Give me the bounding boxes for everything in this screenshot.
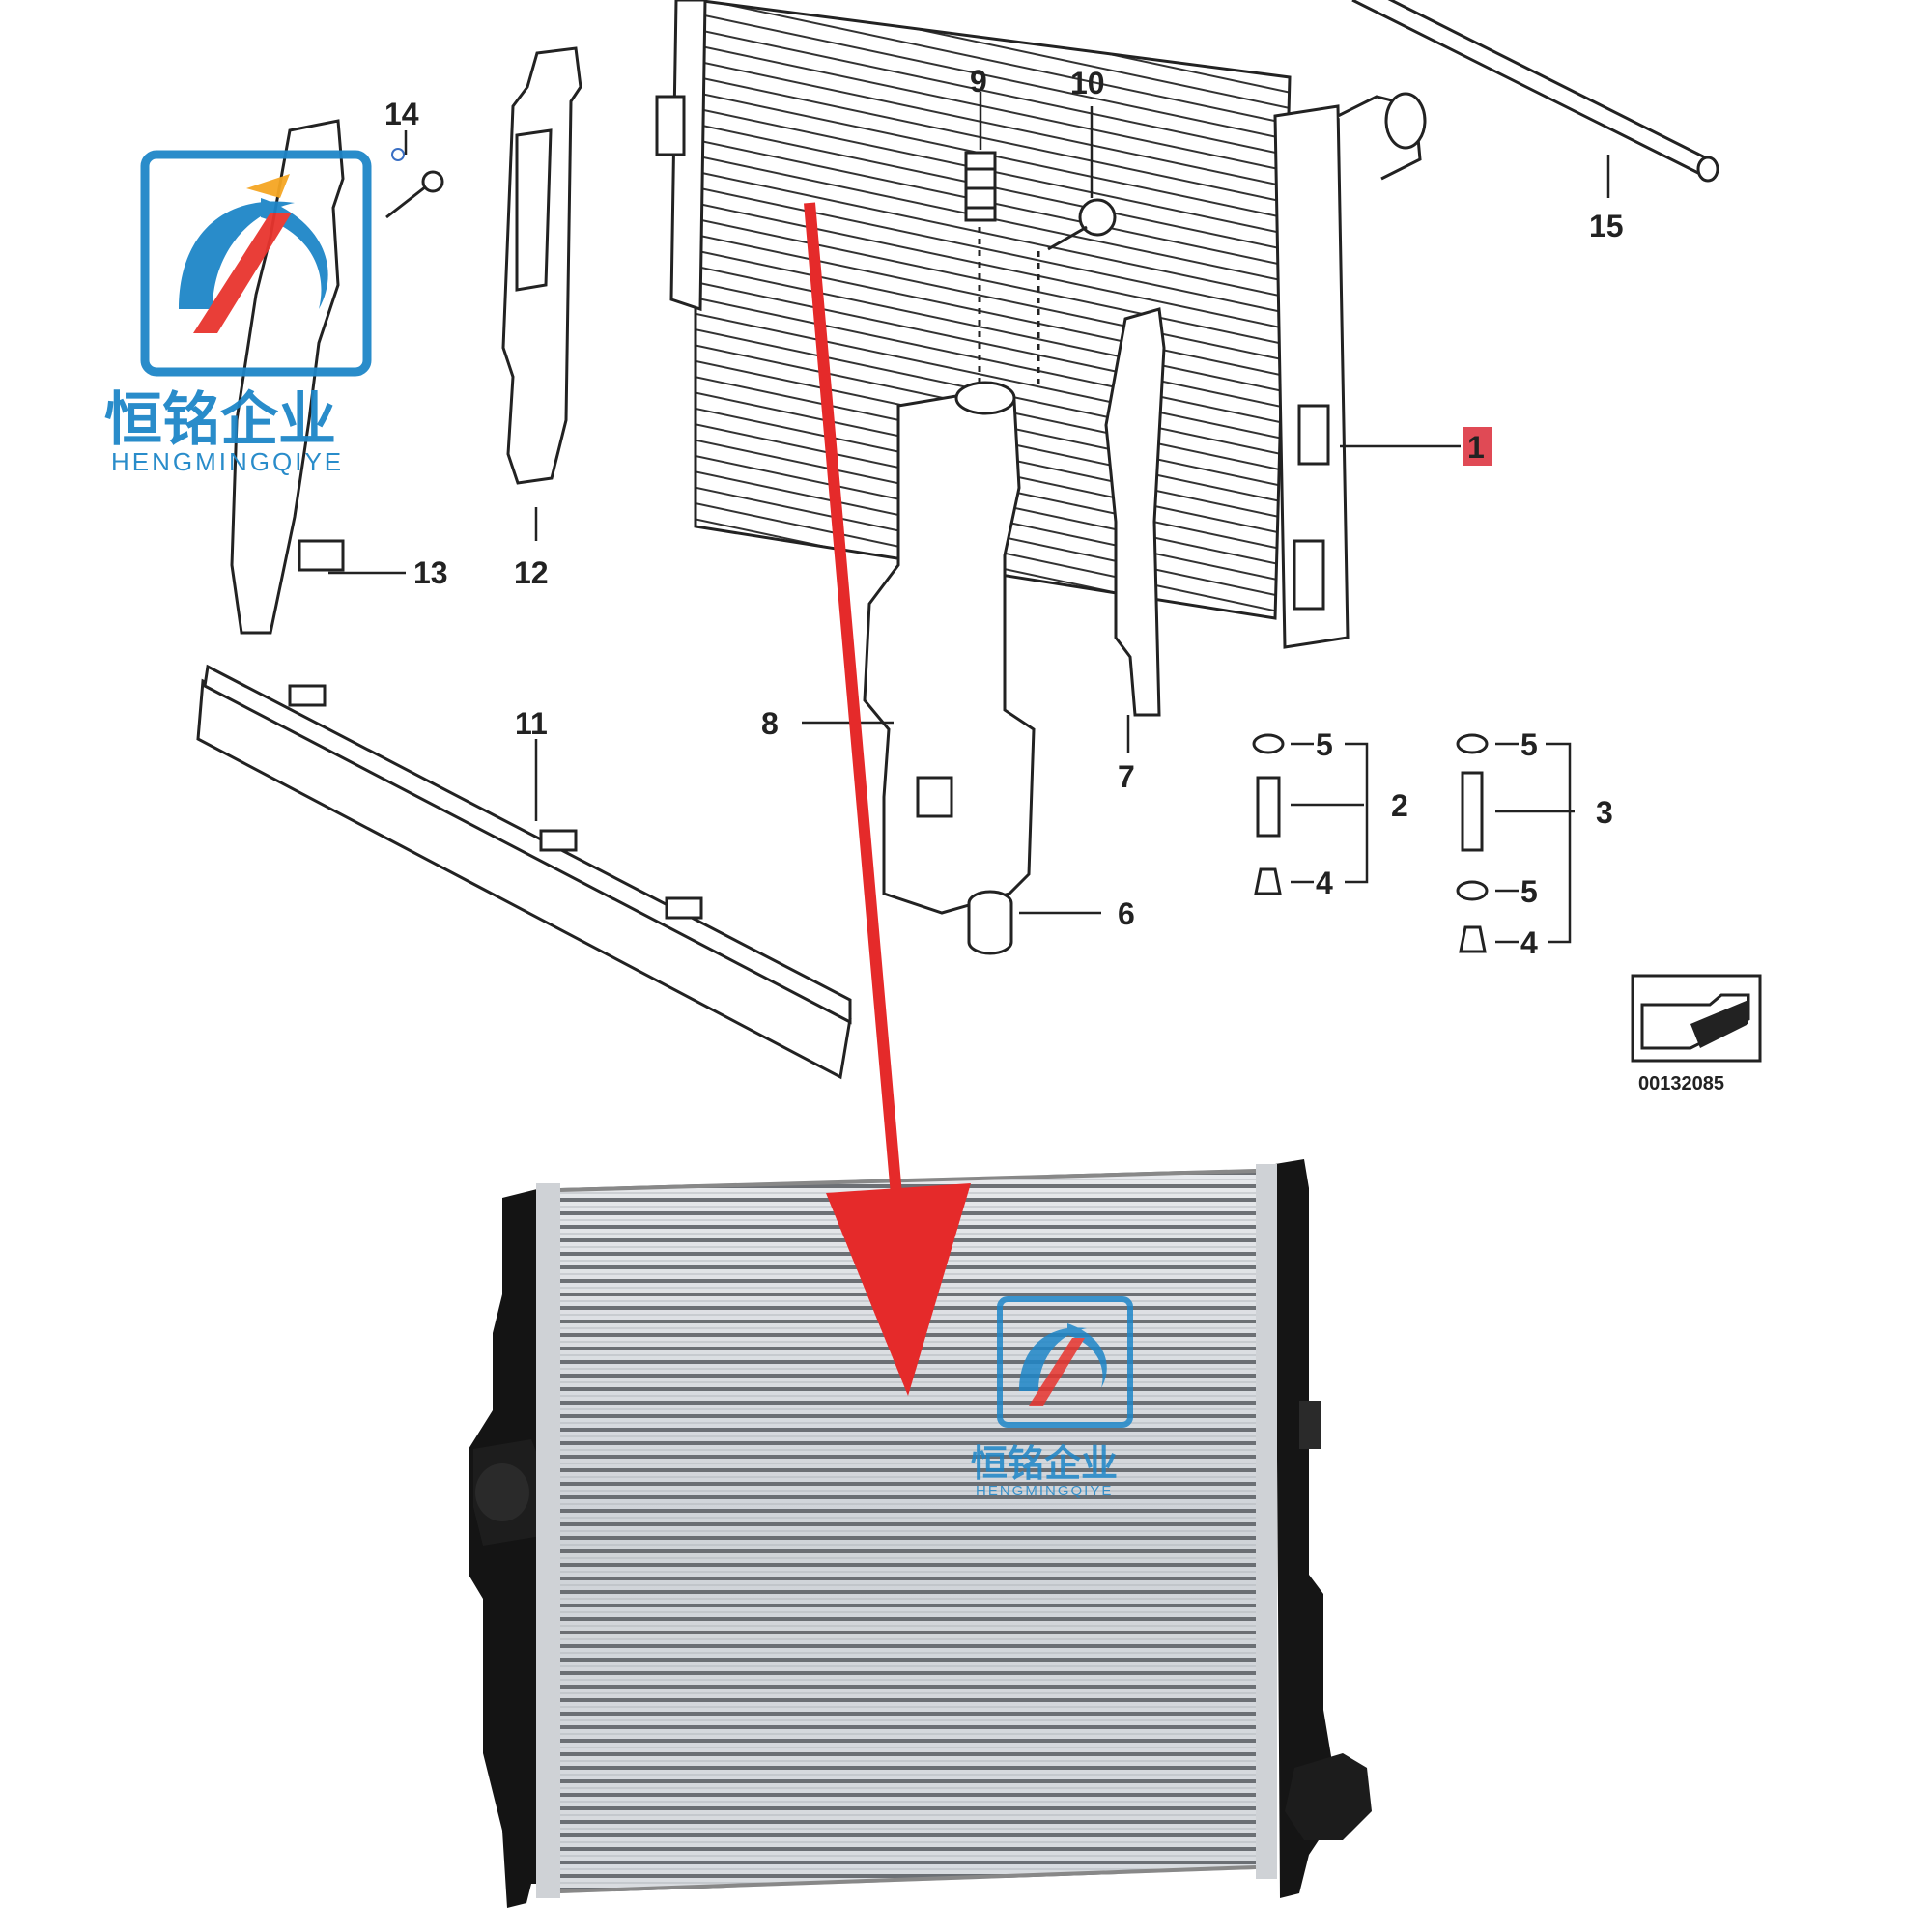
expansion-tank-part-8 (863, 381, 1036, 915)
callout-10: 10 (1070, 66, 1105, 100)
callout-1-highlight (1463, 427, 1492, 466)
callout-8: 8 (761, 706, 779, 741)
callout-1: 1 (1467, 430, 1485, 465)
callout-3: 3 (1596, 795, 1613, 830)
left-tank (469, 1188, 541, 1908)
bracket-part-7 (1104, 307, 1166, 717)
leader-lines (328, 92, 1610, 944)
callout-4b: 4 (1520, 925, 1538, 960)
watermark-logo-center: 恒铭企业 HENGMINGQIYE (971, 1296, 1133, 1499)
outlet-neck (1285, 1753, 1372, 1840)
callout-7: 7 (1118, 759, 1135, 794)
plug-part-9 (964, 151, 997, 386)
callout-13: 13 (413, 555, 448, 590)
callout-14: 14 (384, 97, 419, 131)
callout-9: 9 (970, 64, 987, 99)
bracket-part-13 (230, 119, 345, 635)
watermark-chinese-top: 恒铭企业 (104, 386, 336, 454)
callout-15: 15 (1589, 209, 1624, 243)
watermark-latin-top: HENGMINGQIYE (111, 447, 344, 476)
callout-5c: 5 (1520, 874, 1538, 909)
watermark-chinese-center: 恒铭企业 (971, 1442, 1118, 1485)
screw-part-14 (385, 148, 444, 219)
shroud-part-11 (196, 664, 852, 1080)
seal-washers-and-plugs (1252, 733, 1489, 953)
callout-12: 12 (514, 555, 549, 590)
bracket-part-12 (501, 46, 582, 485)
callout-5a: 5 (1316, 727, 1333, 762)
radiator-photo (469, 1159, 1372, 1908)
callout-6: 6 (1118, 896, 1135, 931)
watermark-logo-top: 恒铭企业 HENGMINGQIYE (104, 150, 372, 476)
callout-4a: 4 (1316, 866, 1333, 900)
catalog-number: 00132085 (1638, 1073, 1724, 1094)
bolt-part-10 (1037, 198, 1117, 386)
bush-part-6 (967, 890, 1013, 955)
right-tank (1275, 1159, 1333, 1898)
callout-11: 11 (515, 706, 548, 741)
callout-2: 2 (1391, 788, 1408, 823)
red-arrow (804, 202, 971, 1396)
radiator-diagram-part-1 (655, 0, 1427, 649)
callout-5b: 5 (1520, 727, 1538, 762)
watermark-latin-center: HENGMINGQIYE (976, 1483, 1113, 1499)
hose-part-15 (1351, 0, 1719, 183)
catalog-stamp: 00132085 (1631, 974, 1762, 1094)
